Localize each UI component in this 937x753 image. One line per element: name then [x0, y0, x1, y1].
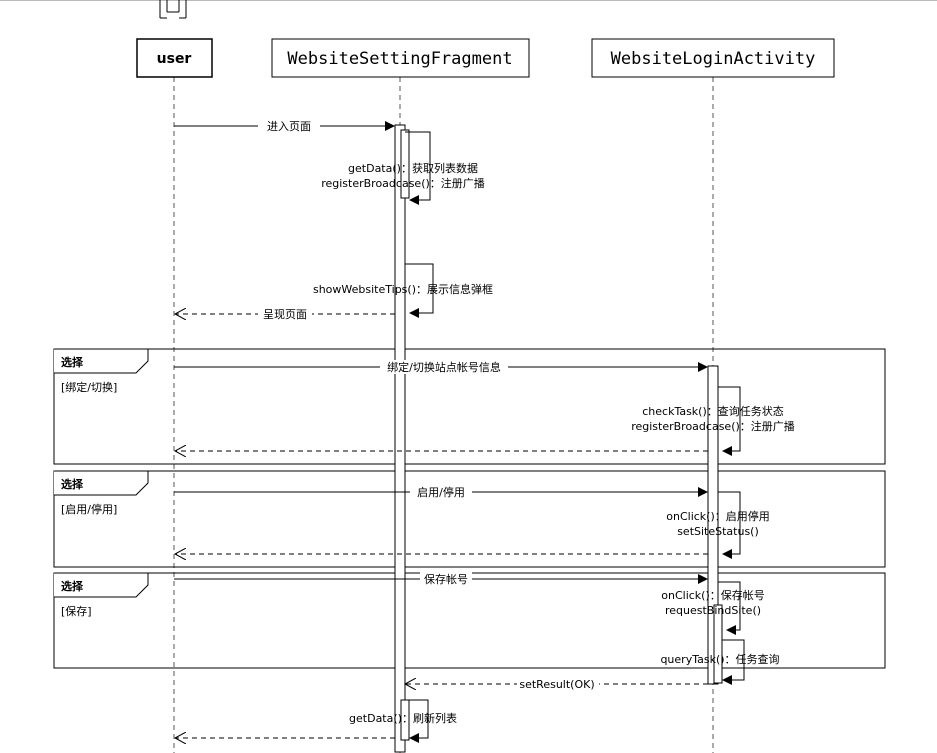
fragment-2-guard: [启用/停用]: [61, 502, 117, 516]
msg-query-task-arrow: [722, 639, 745, 685]
msg-get-data-refresh-label: getData()：刷新列表: [349, 711, 457, 725]
msg-enable-disable-label: 启用/停用: [417, 485, 465, 499]
msg-get-data-refresh-arrow: [405, 699, 429, 743]
msg-on-click-enable-arrow: [718, 491, 741, 559]
msg-get-data-label: getData()：获取列表数据: [348, 161, 478, 175]
msg-on-click-enable-label: onClick()：启用停用: [666, 509, 770, 523]
activation-activity-inner: [713, 604, 723, 684]
participant-user: user: [136, 38, 213, 78]
msg-on-click-save-arrow: [718, 581, 741, 635]
participant-fragment-label: WebsiteSettingFragment: [287, 49, 512, 69]
msg-check-task-arrow: [718, 386, 741, 456]
msg-bind-switch-label: 绑定/切换站点帐号信息: [387, 360, 501, 374]
msg-check-task-label: checkTask()：查询任务状态: [642, 404, 784, 418]
participant-activity-label: WebsiteLoginActivity: [611, 49, 816, 69]
participant-fragment: WebsiteSettingFragment: [271, 38, 530, 78]
msg-request-bind-site-label: requestBindSite(): [665, 604, 761, 617]
msg-show-tips-arrow: [405, 263, 434, 318]
msg-set-result-label: setResult(OK): [519, 678, 594, 691]
fragment-alt-2: 选择 [启用/停用]: [53, 470, 886, 568]
fragment-alt-3: 选择 [保存]: [53, 572, 886, 669]
participant-user-label: user: [157, 51, 192, 67]
msg-query-task-label: queryTask()：任务查询: [660, 652, 779, 666]
msg-get-data-arrow: [405, 131, 431, 205]
msg-enter-page-label: 进入页面: [267, 120, 311, 133]
msg-register-broadcast-label: registerBroadcase()：注册广播: [321, 176, 485, 190]
msg-present-page-label: 呈现页面: [263, 308, 307, 321]
msg-set-site-status-label: setSiteStatus(): [677, 525, 759, 538]
fragment-3-keyword: 选择: [61, 579, 84, 593]
msg-register-broadcast-2-label: registerBroadcase()：注册广播: [631, 419, 795, 433]
actor-icon: [159, 0, 187, 19]
fragment-1-guard: [绑定/切换]: [61, 380, 117, 394]
participant-activity: WebsiteLoginActivity: [591, 38, 835, 78]
activation-fragment-main: [394, 124, 406, 753]
fragment-3-guard: [保存]: [61, 604, 92, 618]
msg-show-tips-label: showWebsiteTips()：展示信息弹框: [313, 282, 493, 296]
msg-save-account-label: 保存帐号: [424, 572, 468, 586]
fragment-1-keyword: 选择: [61, 355, 84, 369]
fragment-alt-1: 选择 [绑定/切换]: [53, 348, 886, 465]
activation-activity-main: [707, 365, 719, 685]
fragment-2-keyword: 选择: [61, 477, 84, 491]
activation-fragment-inner-1: [400, 129, 410, 199]
msg-on-click-save-label: onClick()：保存帐号: [661, 588, 765, 602]
